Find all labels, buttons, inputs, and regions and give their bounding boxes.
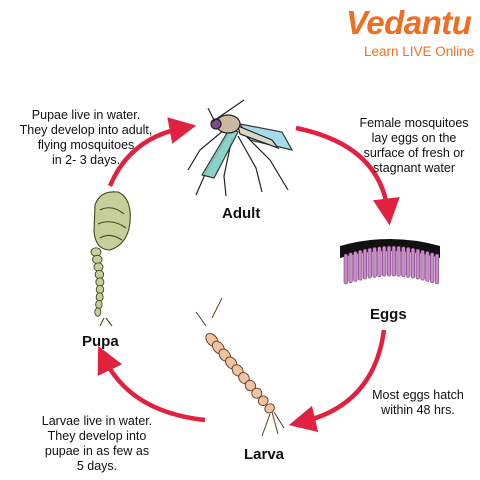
- pupa-segment: [95, 299, 103, 310]
- egg: [362, 248, 368, 280]
- egg: [406, 247, 411, 278]
- stage-label-pupa: Pupa: [82, 333, 119, 350]
- egg: [415, 248, 420, 280]
- egg: [382, 245, 387, 277]
- egg: [353, 251, 358, 282]
- arrow-eggs-to-larva: [288, 329, 387, 433]
- arrow-pupa-to-adult: [107, 117, 197, 187]
- description-larva-to-pupa: Larvae live in water. They develop into …: [41, 414, 153, 473]
- pupa-segment: [92, 254, 103, 265]
- egg: [358, 249, 363, 281]
- egg: [410, 247, 416, 279]
- pupa-segment: [94, 307, 102, 317]
- egg: [401, 246, 406, 277]
- larva-illustration: [195, 297, 285, 437]
- egg: [377, 246, 382, 277]
- egg: [348, 252, 353, 283]
- description-adult-to-eggs: Female mosquitoes lay eggs on the surfac…: [359, 116, 469, 175]
- egg: [434, 253, 440, 285]
- arrow-adult-to-eggs: [295, 125, 400, 226]
- pupa-illustration: [90, 191, 131, 327]
- egg: [396, 245, 401, 277]
- logo-tagline: Learn LIVE Online: [364, 44, 475, 59]
- egg: [372, 247, 377, 278]
- larva-segment: [264, 403, 275, 414]
- stage-label-adult: Adult: [222, 205, 261, 222]
- egg: [420, 249, 425, 281]
- description-eggs-to-larva: Most eggs hatch within 48 hrs.: [372, 388, 464, 417]
- arrow-larva-to-pupa: [97, 345, 206, 423]
- larva-segment: [257, 395, 269, 407]
- vedantu-logo: Vedantu: [346, 4, 472, 41]
- egg: [343, 253, 348, 285]
- egg: [425, 251, 430, 282]
- eggs-raft-illustration: [340, 239, 440, 285]
- egg: [386, 245, 392, 277]
- egg: [367, 247, 372, 279]
- stage-label-larva: Larva: [244, 446, 285, 463]
- egg: [391, 245, 396, 277]
- description-pupa-to-adult: Pupae live in water. They develop into a…: [19, 108, 153, 167]
- stage-label-eggs: Eggs: [370, 306, 407, 323]
- egg: [430, 252, 435, 283]
- pupa-segment: [90, 247, 102, 257]
- adult-mosquito-illustration: [187, 99, 294, 197]
